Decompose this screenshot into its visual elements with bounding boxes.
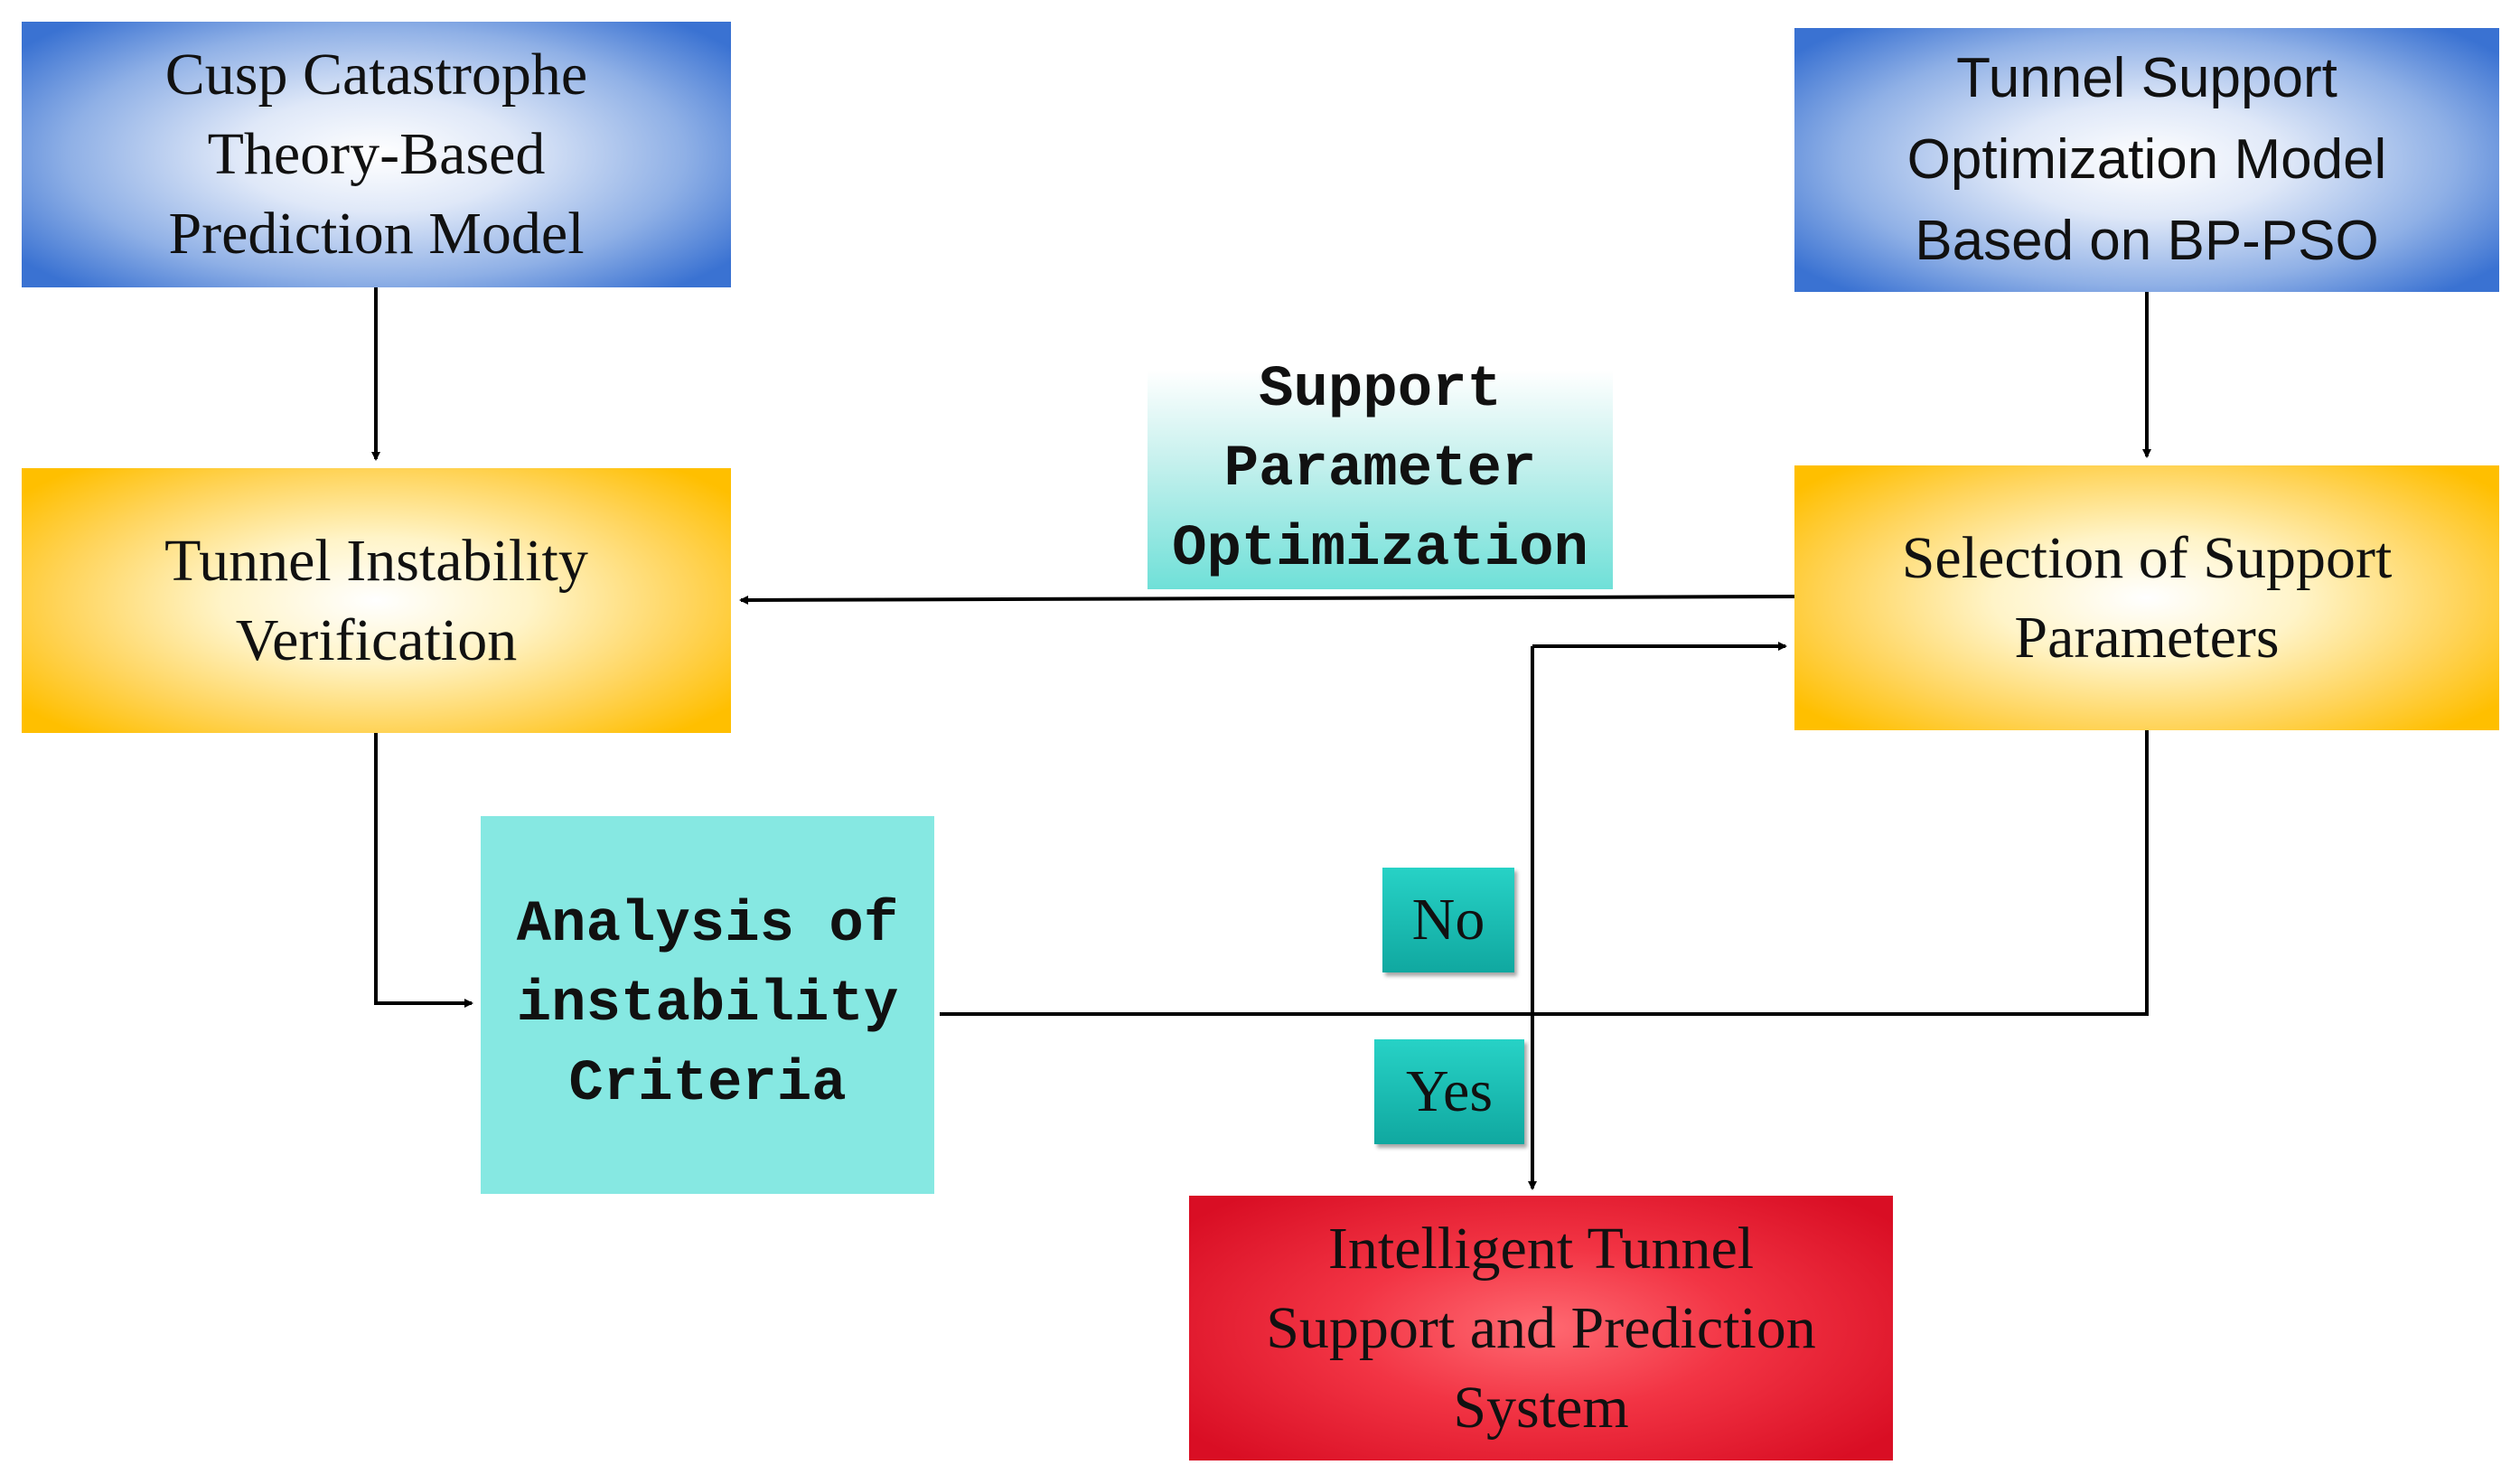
node-text: Criteria <box>568 1052 847 1117</box>
node-text: Selection of Support <box>1901 524 2393 591</box>
edge-verification-to-criteria <box>374 733 473 1008</box>
node-text: Tunnel Instability <box>164 527 588 594</box>
intelligent-support-system-node: Intelligent Tunnel Support and Predictio… <box>1189 1196 1893 1461</box>
node-text: Prediction Model <box>168 201 585 267</box>
node-text: Support and Prediction <box>1266 1294 1816 1361</box>
bp-pso-optimization-model-node: Tunnel Support Optimization Model Based … <box>1794 28 2499 292</box>
edge-selection-to-verification <box>739 595 1795 605</box>
node-text: Cusp Catastrophe <box>164 42 588 108</box>
branch-label-text: No <box>1411 887 1485 953</box>
node-text: Theory-Based <box>207 121 546 187</box>
node-text: Analysis of <box>516 893 899 958</box>
cusp-catastrophe-model-node: Cusp Catastrophe Theory-Based Prediction… <box>22 22 731 287</box>
edge-criteria-no-branch <box>940 730 2149 1016</box>
node-text: Support <box>1259 358 1502 423</box>
node-text: Parameters <box>2014 604 2280 671</box>
node-text: instability <box>516 972 899 1038</box>
support-parameter-optimization-label: Support Parameter Optimization <box>1148 358 1613 589</box>
node-text: Intelligent Tunnel <box>1327 1215 1755 1282</box>
node-text: Tunnel Support <box>1956 47 2337 109</box>
branch-label-text: Yes <box>1405 1058 1494 1124</box>
tunnel-instability-verification-node: Tunnel Instability Verification <box>22 468 731 733</box>
node-text: Optimization Model <box>1906 128 2387 191</box>
instability-criteria-analysis-node: Analysis of instability Criteria <box>481 816 934 1194</box>
node-text: Verification <box>235 606 518 673</box>
branch-label-no: No <box>1382 868 1514 972</box>
branch-label-yes: Yes <box>1374 1039 1524 1144</box>
support-parameter-selection-node: Selection of Support Parameters <box>1794 465 2499 730</box>
node-text: Based on BP-PSO <box>1915 210 2379 272</box>
node-text: System <box>1453 1374 1629 1441</box>
node-text: Optimization <box>1172 517 1588 582</box>
node-text: Parameter <box>1223 437 1537 502</box>
